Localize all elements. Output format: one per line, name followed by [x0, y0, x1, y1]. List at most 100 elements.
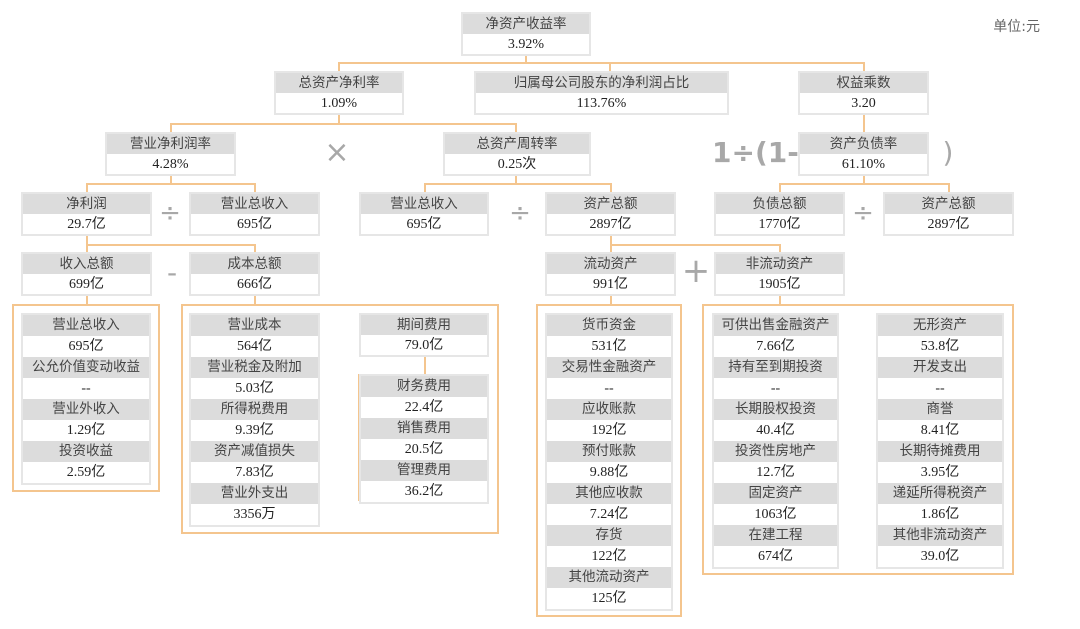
list-item-value: 53.8亿	[878, 336, 1002, 357]
list-item-label: 其他非流动资产	[878, 525, 1002, 546]
list-item-value: --	[878, 378, 1002, 399]
node-label: 收入总额	[23, 254, 150, 274]
connector-line	[525, 54, 527, 63]
list-item-label: 预付账款	[547, 441, 671, 462]
list-item-value: 40.4亿	[714, 420, 837, 441]
list-item-label: 营业成本	[191, 315, 318, 336]
list-item-value: 122亿	[547, 546, 671, 567]
list-item-label: 开发支出	[878, 357, 1002, 378]
list-item-value: --	[23, 378, 149, 399]
node-label: 权益乘数	[800, 73, 927, 93]
connector-line	[254, 244, 256, 253]
node-value: 991亿	[547, 274, 674, 294]
node-value: 1770亿	[716, 214, 843, 234]
connector-line	[86, 244, 88, 253]
node-label: 总资产周转率	[445, 134, 589, 154]
node-label: 资产总额	[547, 194, 674, 214]
node-label: 营业净利润率	[107, 134, 234, 154]
list-item-value: 5.03亿	[191, 378, 318, 399]
connector-line	[338, 62, 340, 72]
list-item-value: 7.24亿	[547, 504, 671, 525]
node-label: 归属母公司股东的净利润占比	[476, 73, 727, 93]
list-item-value: 674亿	[714, 546, 837, 567]
node-label: 净利润	[23, 194, 150, 214]
current-assets-group	[536, 304, 682, 617]
operator-minus: -	[166, 256, 178, 289]
list-item-value: --	[547, 378, 671, 399]
list-item-value: 9.39亿	[191, 420, 318, 441]
node-label: 非流动资产	[716, 254, 843, 274]
noncurrent-assets-group	[702, 304, 1014, 575]
node-value: 79.0亿	[361, 335, 487, 355]
list-item-value: 36.2亿	[361, 481, 487, 502]
connector-line	[170, 174, 172, 183]
connector-line	[170, 123, 172, 133]
list-item-label: 商誉	[878, 399, 1002, 420]
list-item-label: 财务费用	[361, 376, 487, 397]
connector-line	[610, 295, 612, 305]
connector-line	[948, 183, 950, 193]
list-item-label: 可供出售金融资产	[714, 315, 837, 336]
list-item-value: 3356万	[191, 504, 318, 525]
node-value: 29.7亿	[23, 214, 150, 234]
operator-divide-2: ÷	[509, 198, 531, 228]
list-item-value: 2.59亿	[23, 462, 149, 483]
list-item-label: 营业总收入	[23, 315, 149, 336]
list-item-value: 3.95亿	[878, 462, 1002, 483]
connector-line	[338, 113, 340, 124]
list-item-value: 20.5亿	[361, 439, 487, 460]
list-item-label: 长期待摊费用	[878, 441, 1002, 462]
node-value: 2897亿	[547, 214, 674, 234]
list-item-label: 投资收益	[23, 441, 149, 462]
list-item-label: 存货	[547, 525, 671, 546]
list-item-label: 管理费用	[361, 460, 487, 481]
connector-line	[86, 235, 88, 244]
node-value: 3.20	[800, 93, 927, 113]
connector-line	[609, 62, 611, 72]
list-item-label: 持有至到期投资	[714, 357, 837, 378]
connector-line	[86, 183, 88, 193]
node-value: 695亿	[191, 214, 318, 234]
list-item-label: 销售费用	[361, 418, 487, 439]
node-value: 3.92%	[463, 34, 589, 54]
list-item-label: 长期股权投资	[714, 399, 837, 420]
operator-divide-3: ÷	[852, 198, 874, 228]
list-item-label: 投资性房地产	[714, 441, 837, 462]
income-group	[12, 304, 160, 492]
node-label: 负债总额	[716, 194, 843, 214]
operator-multiply: ×	[324, 135, 350, 170]
list-item-label: 营业外支出	[191, 483, 318, 504]
list-item-label: 应收账款	[547, 399, 671, 420]
connector-line	[779, 295, 781, 305]
node-label: 资产总额	[885, 194, 1012, 214]
connector-line	[424, 183, 426, 193]
connector-line	[610, 244, 612, 253]
list-item-value: 12.7亿	[714, 462, 837, 483]
node-value: 699亿	[23, 274, 150, 294]
list-item: 公允价值变动收益--	[23, 357, 149, 399]
